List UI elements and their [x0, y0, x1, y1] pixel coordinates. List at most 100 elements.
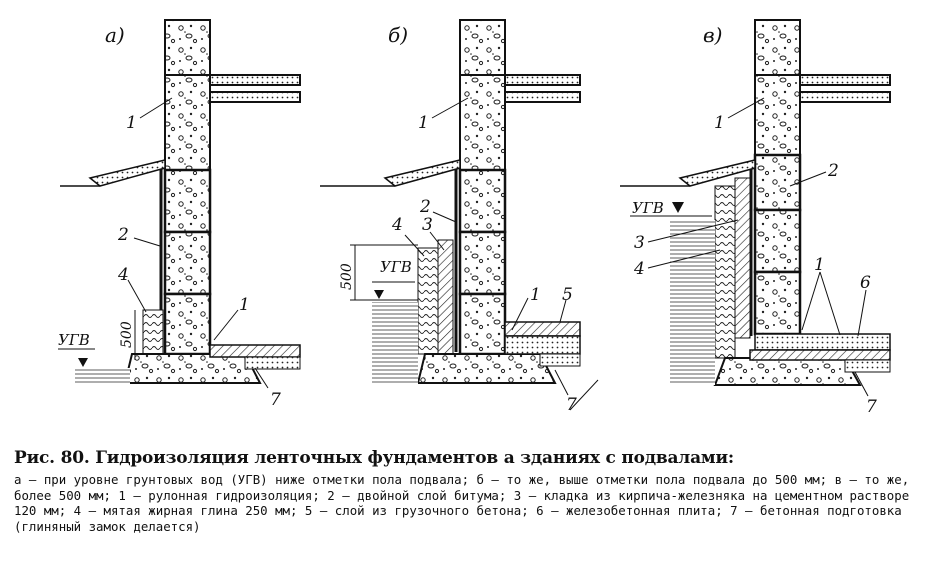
- callout-line-b3: [429, 231, 445, 251]
- panel-a: а) УГВ 500 1 2: [58, 19, 301, 410]
- callout-line-b5: [559, 299, 567, 323]
- dimension-label-a: 500: [119, 321, 135, 348]
- wall-block-v3: [753, 208, 802, 274]
- callout-b-1b: 1: [530, 285, 541, 305]
- panel-b: б) УГВ 500 1 2 3 4 1: [320, 19, 599, 415]
- wall-block-b3: [458, 230, 507, 296]
- basement-floor-a: [209, 344, 301, 358]
- wall-block-v2: [753, 153, 802, 212]
- callout-a-1: 1: [126, 113, 137, 133]
- ugv-marker-v: [672, 202, 684, 213]
- callout-b-7: 7: [566, 395, 577, 415]
- blind-area-b: [383, 159, 461, 187]
- callout-line-a4: [127, 279, 147, 313]
- callout-line-a7: [254, 367, 269, 389]
- callout-v-1b: 1: [814, 255, 825, 275]
- brick-wall-b: [437, 239, 454, 355]
- wall-block-v1: [754, 74, 801, 156]
- rc-slab-v: [754, 333, 891, 351]
- basement-floor-b: [504, 335, 581, 355]
- footing-b: [416, 353, 557, 384]
- callout-a-1b: 1: [239, 295, 250, 315]
- wall-block-a4: [163, 292, 212, 356]
- callout-v-3: 3: [634, 233, 645, 253]
- ugv-label-v: УГВ: [632, 199, 664, 217]
- ugv-label-b: УГВ: [380, 258, 412, 276]
- callout-line-v1: [727, 97, 765, 119]
- blind-area-a: [88, 159, 166, 187]
- wall-upper-b: [459, 19, 506, 76]
- callout-line-v6: [857, 289, 867, 337]
- callout-v-7: 7: [866, 397, 877, 417]
- callout-line-v7: [854, 371, 869, 397]
- ugv-marker-b: [374, 290, 384, 299]
- ugv-marker-a: [78, 358, 88, 367]
- ugv-label-a: УГВ: [58, 331, 90, 349]
- brick-wall-v: [734, 177, 751, 339]
- panel-b-label: б): [388, 23, 408, 47]
- dimension-label-b: 500: [339, 263, 355, 290]
- callout-b-3: 3: [422, 215, 433, 235]
- floor-slab-a: [209, 74, 301, 86]
- callout-b-4: 4: [391, 215, 403, 235]
- wall-upper-v: [754, 19, 801, 76]
- wall-block-a3: [163, 230, 212, 296]
- callout-line-v1b: [801, 271, 821, 331]
- basement-floor-v: [749, 349, 891, 361]
- callout-a-2: 2: [117, 225, 129, 245]
- footing-a: [123, 353, 262, 384]
- callout-line-a2: [133, 237, 161, 247]
- footing-v: [713, 357, 862, 386]
- callout-a-7: 7: [270, 390, 281, 410]
- panel-v: в) УГВ 1 2 3 4 1 6 7: [620, 19, 891, 417]
- foundation-waterproofing-figure: а) УГВ 500 1 2: [58, 19, 891, 417]
- floor-slab-lower-b: [504, 91, 581, 103]
- callout-v-1: 1: [714, 113, 725, 133]
- figure-caption: Рис. 80. Гидроизоляция ленточных фундаме…: [14, 448, 914, 534]
- callout-b-5: 5: [562, 285, 573, 305]
- loading-concrete-b: [504, 321, 581, 337]
- callout-line-a1b: [213, 309, 239, 341]
- wall-block-b4: [458, 292, 507, 356]
- concrete-prep-b: [539, 353, 581, 367]
- callout-b-1: 1: [418, 113, 429, 133]
- callout-line-b1b: [511, 297, 529, 331]
- callout-line-v3: [647, 219, 739, 243]
- callout-line-b2: [432, 211, 457, 223]
- callout-v-6: 6: [860, 273, 871, 293]
- concrete-prep-v: [844, 359, 891, 373]
- floor-slab-lower-a: [209, 91, 301, 103]
- callout-line-v1c: [819, 271, 841, 336]
- callout-b-2: 2: [419, 197, 431, 217]
- groundwater-v: [670, 220, 715, 385]
- wall-block-b2: [458, 168, 507, 234]
- callout-line-v2: [789, 171, 827, 187]
- wall-upper-a: [164, 19, 211, 76]
- clay-lock-b: [417, 247, 439, 355]
- floor-slab-v: [799, 74, 891, 86]
- clay-lock-v: [714, 185, 736, 359]
- concrete-prep-a: [244, 356, 301, 370]
- wall-block-a2: [163, 168, 212, 234]
- wall-block-v4: [753, 270, 802, 336]
- caption-body: а — при уровне грунтовых вод (УГВ) ниже …: [14, 472, 910, 534]
- clay-lock-a: [142, 309, 164, 355]
- floor-slab-lower-v: [799, 91, 891, 103]
- callout-a-4: 4: [117, 265, 129, 285]
- callout-line-v4: [647, 249, 721, 269]
- callout-line-b7: [554, 369, 569, 396]
- floor-slab-b: [504, 74, 581, 86]
- panel-v-label: в): [703, 23, 722, 47]
- callout-v-2: 2: [827, 161, 839, 181]
- wall-block-b1: [459, 74, 506, 171]
- panel-a-label: а): [105, 23, 125, 47]
- callout-line-a1: [139, 97, 173, 119]
- caption-title: Рис. 80. Гидроизоляция ленточных фундаме…: [14, 448, 734, 468]
- blind-area-v: [678, 159, 756, 187]
- groundwater-b: [372, 302, 418, 384]
- groundwater-a: [75, 368, 130, 384]
- callout-line-b7b: [569, 379, 599, 411]
- callout-line-b4: [404, 234, 425, 257]
- wall-block-a1: [164, 74, 211, 171]
- callout-line-b1: [431, 97, 469, 119]
